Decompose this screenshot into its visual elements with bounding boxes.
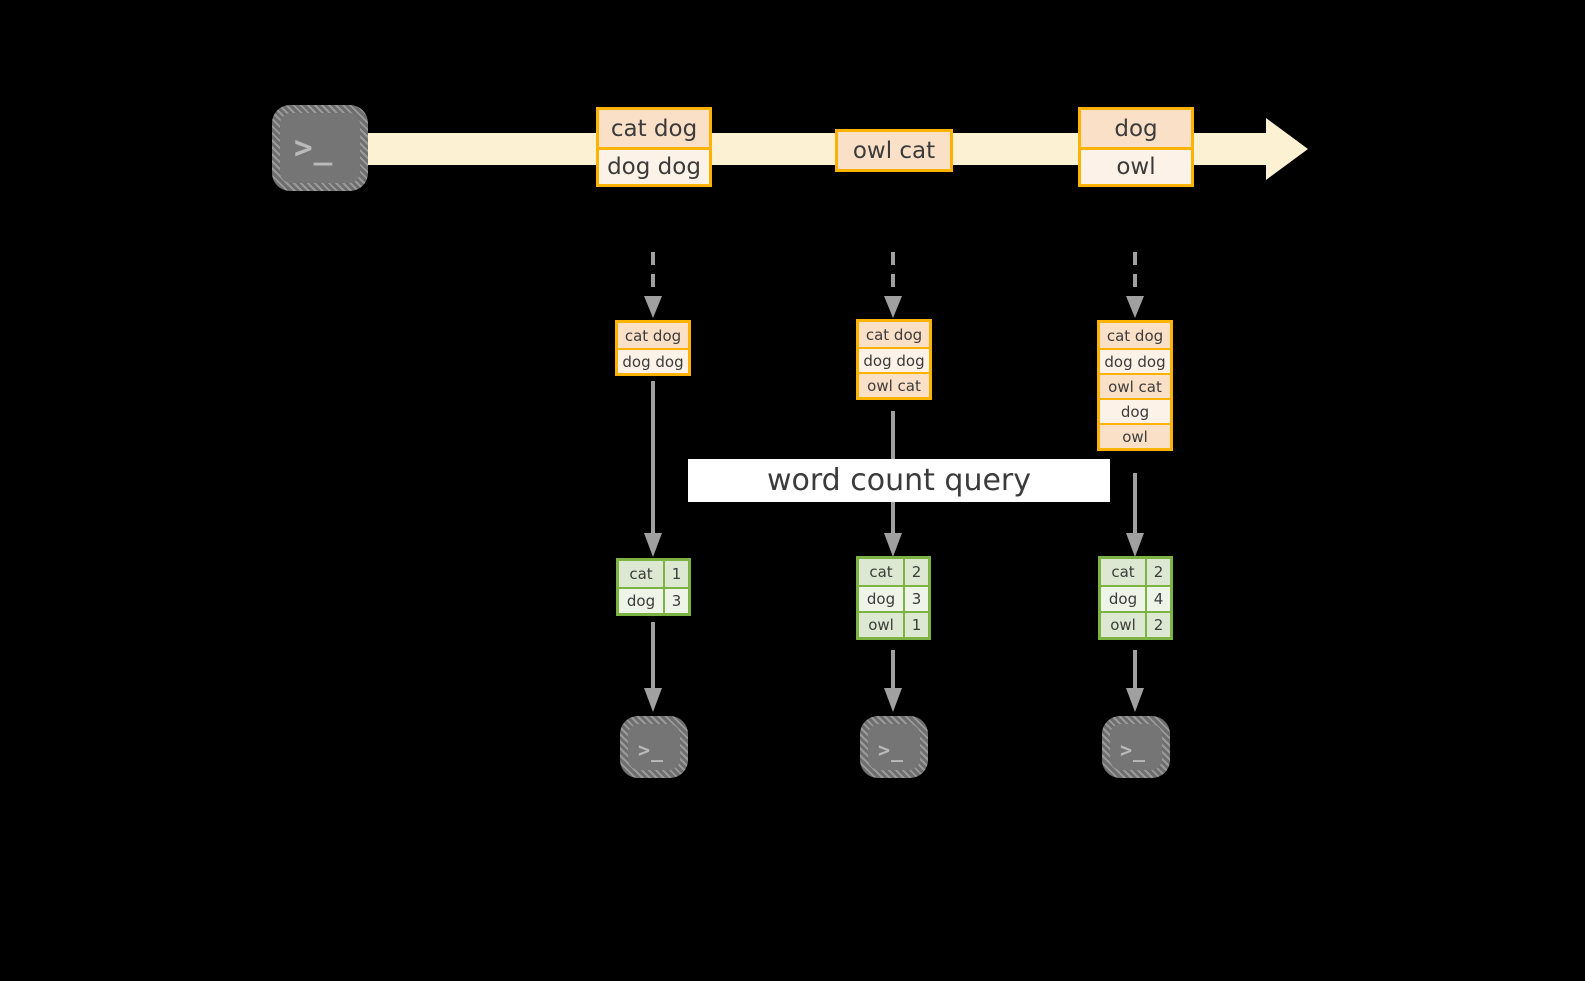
input-table-row: cat dog bbox=[1100, 323, 1170, 348]
terminal-screen bbox=[868, 724, 920, 770]
result-word: owl bbox=[1101, 613, 1147, 637]
input-table-row: owl cat bbox=[859, 372, 929, 397]
result-word: dog bbox=[619, 589, 665, 613]
stream-event-group-3: dog owl bbox=[1078, 107, 1194, 187]
result-table-row: cat 2 bbox=[859, 559, 928, 585]
input-table-row: dog dog bbox=[859, 347, 929, 372]
terminal-prompt-glyph: >_ bbox=[638, 738, 665, 762]
result-table-row: dog 3 bbox=[859, 585, 928, 611]
result-count: 3 bbox=[905, 587, 928, 611]
terminal-prompt-glyph: >_ bbox=[878, 738, 905, 762]
stream-event-group-1: cat dog dog dog bbox=[596, 107, 712, 187]
terminal-screen bbox=[280, 113, 360, 183]
terminal-screen bbox=[1110, 724, 1162, 770]
result-table-row: owl 1 bbox=[859, 611, 928, 637]
input-table-row: owl bbox=[1100, 423, 1170, 448]
input-table-trigger-1: cat dog dog dog bbox=[615, 320, 691, 376]
result-count: 2 bbox=[1147, 559, 1170, 585]
dashed-connector-trigger-2 bbox=[881, 252, 905, 320]
result-word: cat bbox=[619, 561, 665, 587]
result-count: 1 bbox=[665, 561, 688, 587]
query-label-text: word count query bbox=[766, 463, 1032, 498]
result-count: 2 bbox=[905, 559, 928, 585]
result-table-trigger-2: cat 2 dog 3 owl 1 bbox=[856, 556, 931, 640]
result-table-row: cat 2 bbox=[1101, 559, 1170, 585]
result-word: cat bbox=[859, 559, 905, 585]
query-connector-trigger-1 bbox=[641, 381, 665, 559]
result-table-row: owl 2 bbox=[1101, 611, 1170, 637]
source-terminal-icon: >_ bbox=[272, 105, 368, 191]
input-table-row: cat dog bbox=[618, 323, 688, 348]
result-table-trigger-3: cat 2 dog 4 owl 2 bbox=[1098, 556, 1173, 640]
result-table-row: dog 3 bbox=[619, 587, 688, 613]
result-count: 3 bbox=[665, 589, 688, 613]
result-count: 1 bbox=[905, 613, 928, 637]
stream-event-line: cat dog bbox=[599, 110, 709, 147]
stream-event-group-2: owl cat bbox=[835, 129, 953, 172]
stream-event-line: dog bbox=[1081, 110, 1191, 147]
input-table-row: dog dog bbox=[618, 348, 688, 373]
result-word: owl bbox=[859, 613, 905, 637]
stream-event-line: owl cat bbox=[838, 132, 950, 169]
input-table-row: dog bbox=[1100, 398, 1170, 423]
input-table-row: dog dog bbox=[1100, 348, 1170, 373]
dashed-connector-trigger-3 bbox=[1123, 252, 1147, 320]
stream-event-line: owl bbox=[1081, 147, 1191, 184]
input-table-row: owl cat bbox=[1100, 373, 1170, 398]
sink-connector-trigger-2 bbox=[881, 650, 905, 714]
stream-event-line: dog dog bbox=[599, 147, 709, 184]
result-count: 4 bbox=[1147, 587, 1170, 611]
input-table-trigger-2: cat dog dog dog owl cat bbox=[856, 319, 932, 400]
result-count: 2 bbox=[1147, 613, 1170, 637]
result-table-trigger-1: cat 1 dog 3 bbox=[616, 558, 691, 616]
query-connector-trigger-3 bbox=[1123, 473, 1147, 559]
dashed-connector-trigger-1 bbox=[641, 252, 665, 320]
result-table-row: dog 4 bbox=[1101, 585, 1170, 611]
sink-terminal-icon-trigger-3: >_ bbox=[1102, 716, 1170, 778]
result-word: dog bbox=[1101, 587, 1147, 611]
input-table-row: cat dog bbox=[859, 322, 929, 347]
input-table-trigger-3: cat dog dog dog owl cat dog owl bbox=[1097, 320, 1173, 451]
result-word: cat bbox=[1101, 559, 1147, 585]
sink-terminal-icon-trigger-2: >_ bbox=[860, 716, 928, 778]
terminal-screen bbox=[628, 724, 680, 770]
result-table-row: cat 1 bbox=[619, 561, 688, 587]
result-word: dog bbox=[859, 587, 905, 611]
sink-terminal-icon-trigger-1: >_ bbox=[620, 716, 688, 778]
terminal-prompt-glyph: >_ bbox=[1120, 738, 1147, 762]
terminal-prompt-glyph: >_ bbox=[294, 130, 334, 166]
word-count-query-label: word count query bbox=[688, 459, 1110, 502]
sink-connector-trigger-3 bbox=[1123, 650, 1147, 714]
sink-connector-trigger-1 bbox=[641, 622, 665, 714]
